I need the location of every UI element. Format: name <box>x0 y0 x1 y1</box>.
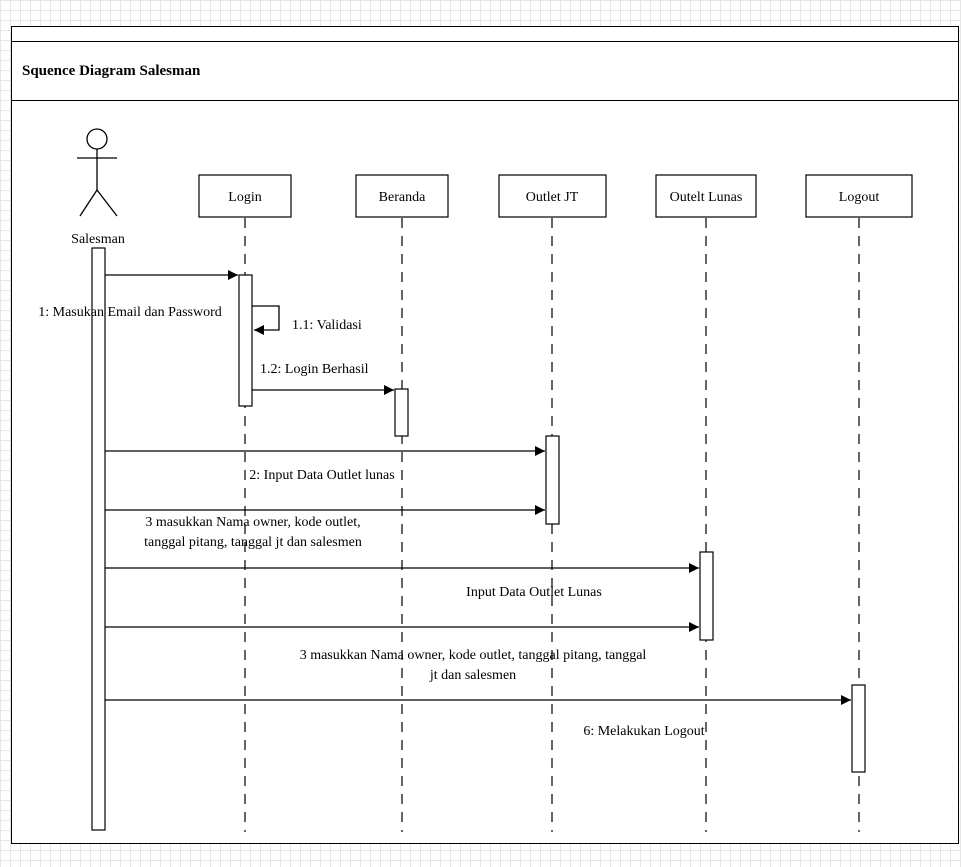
participant-label-beranda: Beranda <box>379 190 426 205</box>
activation-login <box>238 274 253 407</box>
actor-salesman <box>77 128 118 217</box>
message-label-1-2: 1.2: Login Berhasil <box>260 362 369 377</box>
message-label-1: 1: Masukan Email dan Password <box>38 305 222 320</box>
participant-box-login <box>198 174 292 218</box>
message-label-1-1: 1.1: Validasi <box>292 318 362 333</box>
activation-logout <box>851 684 866 773</box>
participant-box-outlet-jt <box>498 174 607 218</box>
activation-outlet-jt <box>545 435 560 525</box>
participant-label-login: Login <box>228 190 261 205</box>
message-label-5-line1: 3 masukkan Nama owner, kode outlet, tang… <box>300 648 647 663</box>
message-label-2: 2: Input Data Outlet lunas <box>249 468 394 483</box>
participant-box-beranda <box>355 174 449 218</box>
participant-box-outlet-lunas <box>655 174 757 218</box>
frame-title: Squence Diagram Salesman <box>22 63 201 79</box>
message-label-4: Input Data Outlet Lunas <box>466 585 602 600</box>
participant-label-logout: Logout <box>839 190 880 205</box>
message-label-3-line1: 3 masukkan Nama owner, kode outlet, <box>145 515 360 530</box>
message-label-6: 6: Melakukan Logout <box>583 724 704 739</box>
activation-beranda <box>394 388 409 437</box>
frame-title-bar: Squence Diagram Salesman <box>12 41 958 101</box>
message-label-3-line2: tanggal pitang, tanggal jt dan salesmen <box>144 535 362 550</box>
message-label-5-line2: jt dan salesmen <box>429 668 516 683</box>
diagram-frame: Squence Diagram Salesman <box>11 26 959 844</box>
message-arrow-1-1 <box>252 305 280 335</box>
activation-salesman <box>91 247 106 831</box>
activation-outlet-lunas <box>699 551 714 641</box>
participant-label-outlet-lunas: Outelt Lunas <box>670 190 743 205</box>
actor-label: Salesman <box>71 232 125 247</box>
participant-box-logout <box>805 174 913 218</box>
participant-label-outlet-jt: Outlet JT <box>526 190 579 205</box>
